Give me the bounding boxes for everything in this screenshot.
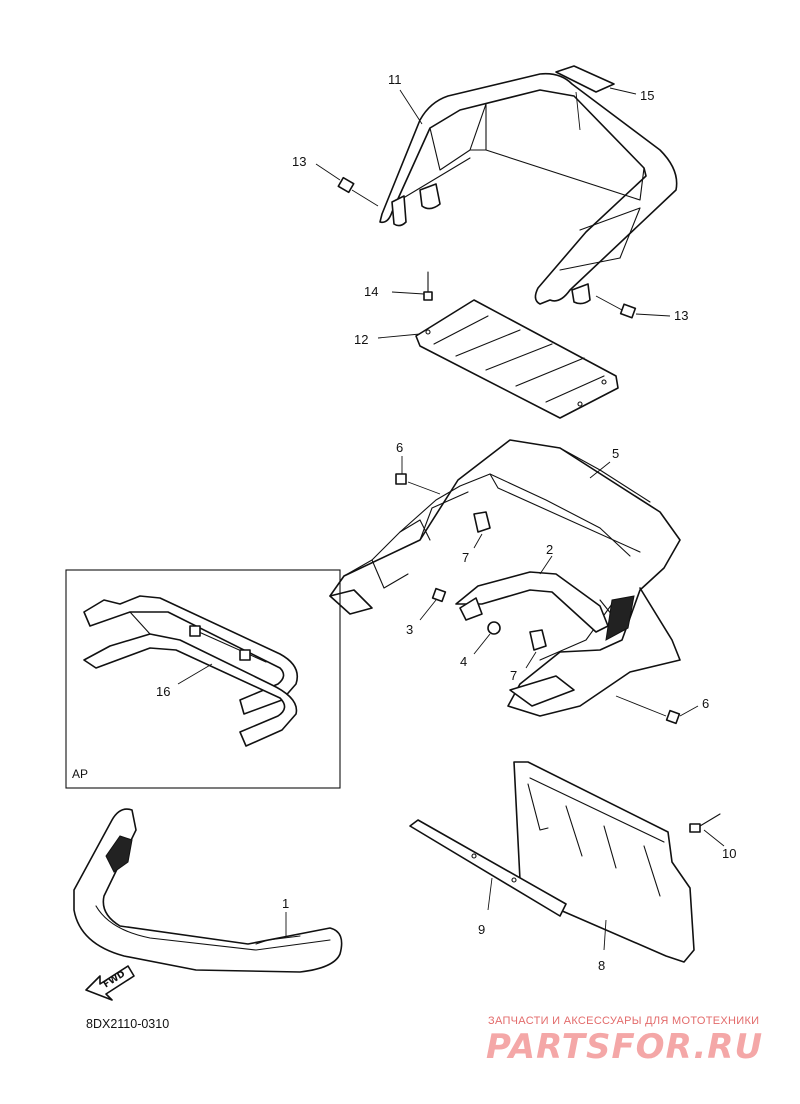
bolt-13-right (595, 295, 637, 319)
callout-10: 10 (722, 846, 736, 861)
front-bumper (73, 808, 343, 973)
mounting-rail (409, 819, 567, 917)
callout-6-lower: 6 (702, 696, 709, 711)
bolt-13-left (337, 176, 379, 207)
rack-label-plate (555, 65, 615, 93)
ap-guard-bar (83, 595, 299, 747)
callout-13-right: 13 (674, 308, 688, 323)
callout-13-left: 13 (292, 154, 306, 169)
bolt-6-lower (615, 695, 699, 725)
callout-14: 14 (364, 284, 378, 299)
callout-4: 4 (460, 654, 467, 669)
callout-7-upper: 7 (462, 550, 469, 565)
callout-2: 2 (546, 542, 553, 557)
callout-8: 8 (598, 958, 605, 973)
callout-1: 1 (282, 896, 289, 911)
screw-10 (689, 813, 725, 847)
callout-7-lower: 7 (510, 668, 517, 683)
rear-mud-flap (513, 761, 695, 963)
watermark-subtitle: ЗАПЧАСТИ И АКСЕССУАРЫ ДЛЯ МОТОТЕХНИКИ (488, 1015, 759, 1027)
callout-12: 12 (354, 332, 368, 347)
nut-4 (473, 621, 501, 655)
rivet-14 (423, 271, 433, 301)
callout-15: 15 (640, 88, 654, 103)
ap-inset-box (65, 569, 341, 789)
inner-bracket (455, 571, 609, 633)
ap-inset-label: AP (72, 767, 88, 781)
fwd-arrow-icon (85, 965, 135, 1001)
clip-7-upper (473, 511, 491, 549)
bolt-6-upper (395, 456, 441, 495)
callout-9: 9 (478, 922, 485, 937)
callout-11: 11 (388, 72, 402, 87)
callout-3: 3 (406, 622, 413, 637)
callout-5: 5 (612, 446, 619, 461)
rack-floor-plate (415, 299, 619, 419)
callout-6-upper: 6 (396, 440, 403, 455)
watermark-brand: PARTSFOR.RU (486, 1027, 763, 1067)
diagram-code: 8DX2110-0310 (86, 1017, 169, 1031)
callout-16: 16 (156, 684, 170, 699)
rear-rack-frame (379, 72, 678, 305)
clip-7-lower (525, 629, 547, 669)
bolt-3 (419, 587, 447, 621)
